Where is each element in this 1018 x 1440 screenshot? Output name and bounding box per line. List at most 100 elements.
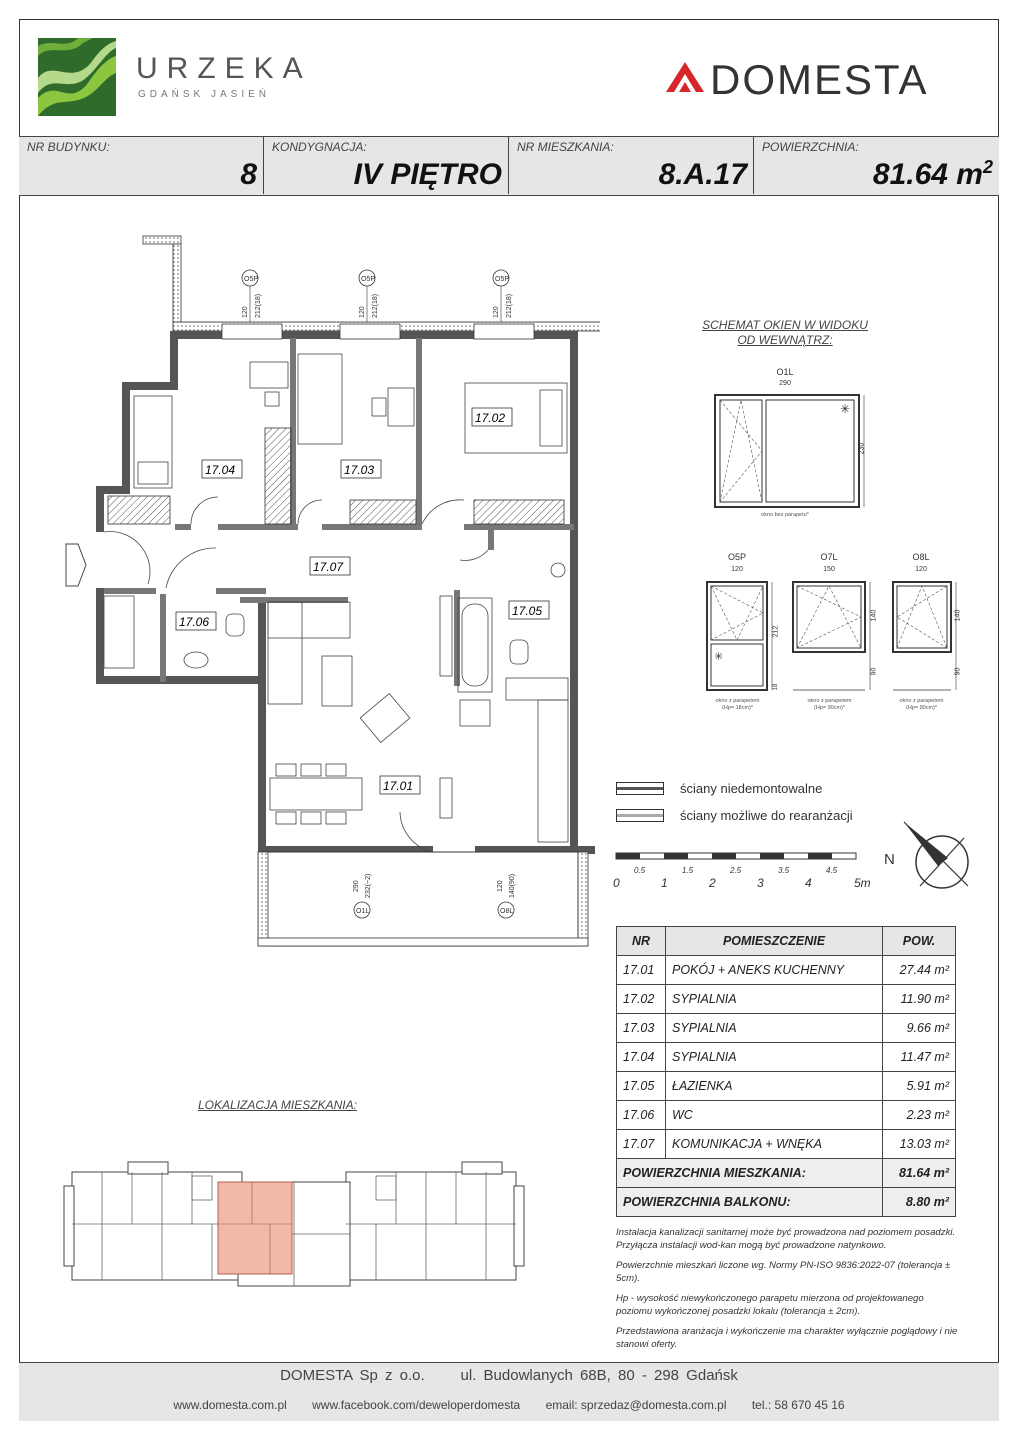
- apartment-value: 8.A.17: [658, 158, 747, 191]
- window-dim: 212(18): [372, 294, 379, 318]
- scale-label: 3: [757, 876, 764, 890]
- scale-label: 1: [661, 876, 668, 890]
- note: Przedstawiona aranżacja i wykończenie ma…: [616, 1326, 958, 1350]
- window-o8l-note: okno z parapetem(Hp= 90cm)*: [899, 698, 944, 711]
- room-tag-17-05: 17.05: [512, 604, 542, 618]
- floor-plan: O5P O5P O5P 120 212(18) 120 212(18) 120 …: [65, 235, 600, 947]
- window-o8l-height: 140: [954, 609, 962, 622]
- window-o1l-width: 290: [779, 380, 791, 387]
- room-area-table: NR POMIESZCZENIE POW. 17.01 POKÓJ + ANEK…: [616, 926, 956, 1217]
- area-cell: POWIERZCHNIA: 81.64 m2: [754, 137, 999, 194]
- window-o1l-label: O1L: [776, 367, 794, 377]
- note: Powierzchnie mieszkań liczone wg. Normy …: [616, 1260, 951, 1284]
- window-o1l-height: 230: [858, 442, 866, 455]
- notes: Instalacja kanalizacji sanitarnej może b…: [616, 1227, 961, 1359]
- domesta-logo-icon: [666, 62, 704, 92]
- window-dim: 120: [497, 880, 504, 892]
- window-tag: O5P: [244, 276, 258, 283]
- legend-movable-walls-swatch: [616, 809, 664, 822]
- svg-text:✳: ✳: [714, 651, 723, 663]
- window-o5p-height: 212: [772, 625, 780, 638]
- window-o7l-note: okno z parapetem(Hp= 90cm)*: [807, 698, 852, 711]
- legend-fixed-walls-swatch: [616, 782, 664, 795]
- window-o7l-label: O7L: [820, 552, 838, 562]
- footer: DOMESTA Sp z o.o. ul. Budowlanych 68B, 8…: [19, 1362, 999, 1421]
- scale-label: 5m: [854, 876, 871, 890]
- table-row: 17.06 WC 2.23 m²: [616, 1100, 956, 1130]
- table-row: 17.01 POKÓJ + ANEKS KUCHENNY 27.44 m²: [616, 955, 956, 985]
- window-o8l-drawing: [892, 581, 957, 691]
- scale-label: 0: [613, 876, 620, 890]
- window-o5p-width: 120: [731, 566, 743, 573]
- area-label: POWIERZCHNIA:: [762, 140, 859, 154]
- total-balcony-row: POWIERZCHNIA BALKONU: 8.80 m²: [616, 1187, 956, 1217]
- window-dim: 120: [359, 306, 366, 318]
- scale-label: 4.5: [826, 866, 838, 875]
- table-row: 17.02 SYPIALNIA 11.90 m²: [616, 984, 956, 1014]
- window-o5p-note: okno z parapetem(Hp= 18cm)*: [715, 698, 760, 711]
- scale-label: 2.5: [730, 866, 742, 875]
- footer-website-link[interactable]: www.domesta.com.pl: [173, 1398, 287, 1412]
- footer-facebook-link[interactable]: www.facebook.com/deweloperdomesta: [312, 1398, 521, 1412]
- floor-value: IV PIĘTRO: [353, 158, 502, 191]
- area-value: 81.64 m2: [872, 157, 993, 191]
- window-o7l-sill: 90: [870, 667, 878, 676]
- table-header: NR: [616, 926, 666, 956]
- table-row: 17.04 SYPIALNIA 11.47 m²: [616, 1042, 956, 1072]
- scale-label: 1.5: [682, 866, 694, 875]
- building-label: NR BUDYNKU:: [27, 140, 110, 154]
- window-o1l-drawing: ✳: [714, 394, 865, 508]
- window-dim: 212(18): [506, 294, 513, 318]
- window-o5p-label: O5P: [727, 552, 746, 562]
- window-dim: 212(18): [255, 294, 262, 318]
- window-schema-title: SCHEMAT OKIEN W WIDOKU OD WEWNĄTRZ:: [702, 318, 868, 347]
- apartment-cell: NR MIESZKANIA: 8.A.17: [509, 137, 754, 194]
- scale-label: 0.5: [634, 866, 646, 875]
- footer-phone: tel.: 58 670 45 16: [751, 1398, 845, 1412]
- scale-label: 4: [805, 876, 812, 890]
- room-tag-17-06: 17.06: [179, 615, 209, 629]
- window-o8l-sill: 90: [954, 667, 962, 676]
- north-arrow-icon: [903, 821, 969, 889]
- window-o8l-width: 120: [915, 566, 927, 573]
- footer-address-line: DOMESTA Sp z o.o. ul. Budowlanych 68B, 8…: [19, 1367, 999, 1384]
- developer-name: DOMESTA: [710, 56, 929, 103]
- location-title: LOKALIZACJA MIESZKANIA:: [198, 1098, 357, 1112]
- svg-text:✳: ✳: [840, 402, 850, 416]
- window-tag: O5P: [495, 276, 509, 283]
- footer-contact-line: www.domesta.com.pl www.facebook.com/dewe…: [19, 1398, 999, 1412]
- room-tag-17-07: 17.07: [313, 560, 344, 574]
- location-key-plan: [63, 1161, 525, 1287]
- room-tag-17-02: 17.02: [475, 411, 505, 425]
- window-dim: 232(~2): [365, 874, 372, 898]
- note: Hp - wysokość niewykończonego parapetu m…: [616, 1293, 924, 1317]
- window-dim: 120: [242, 306, 249, 318]
- legend-fixed-walls: ściany niedemontowalne: [680, 781, 823, 796]
- room-tag-17-01: 17.01: [383, 779, 413, 793]
- table-header: POMIESZCZENIE: [665, 926, 883, 956]
- apartment-label: NR MIESZKANIA:: [517, 140, 614, 154]
- window-o5p-drawing: ✳: [706, 581, 773, 691]
- project-location: GDAŃSK JASIEŃ: [138, 89, 271, 100]
- legend-movable-walls: ściany możliwe do rearanżacji: [680, 808, 853, 823]
- building-value: 8: [240, 158, 257, 191]
- table-row: 17.05 ŁAZIENKA 5.91 m²: [616, 1071, 956, 1101]
- table-row: 17.07 KOMUNIKACJA + WNĘKA 13.03 m²: [616, 1129, 956, 1159]
- apartment-info-bar: NR BUDYNKU: 8 KONDYGNACJA: IV PIĘTRO NR …: [19, 136, 999, 196]
- north-label: N: [884, 851, 895, 868]
- window-dim: 120: [493, 306, 500, 318]
- project-name: URZEKA: [136, 52, 312, 85]
- window-dim: 290: [353, 880, 360, 892]
- window-o7l-height: 140: [870, 609, 878, 622]
- room-tag-17-03: 17.03: [344, 463, 374, 477]
- floor-cell: KONDYGNACJA: IV PIĘTRO: [264, 137, 509, 194]
- scale-label: 2: [709, 876, 716, 890]
- window-o5p-sill: 18: [773, 683, 779, 691]
- window-o7l-width: 150: [823, 566, 835, 573]
- footer-company: DOMESTA Sp z o.o.: [280, 1367, 425, 1384]
- scale-label: 3.5: [778, 866, 790, 875]
- note: Instalacja kanalizacji sanitarnej może b…: [616, 1227, 956, 1251]
- building-cell: NR BUDYNKU: 8: [19, 137, 264, 194]
- floor-label: KONDYGNACJA:: [272, 140, 367, 154]
- footer-email-link[interactable]: email: sprzedaz@domesta.com.pl: [545, 1398, 727, 1412]
